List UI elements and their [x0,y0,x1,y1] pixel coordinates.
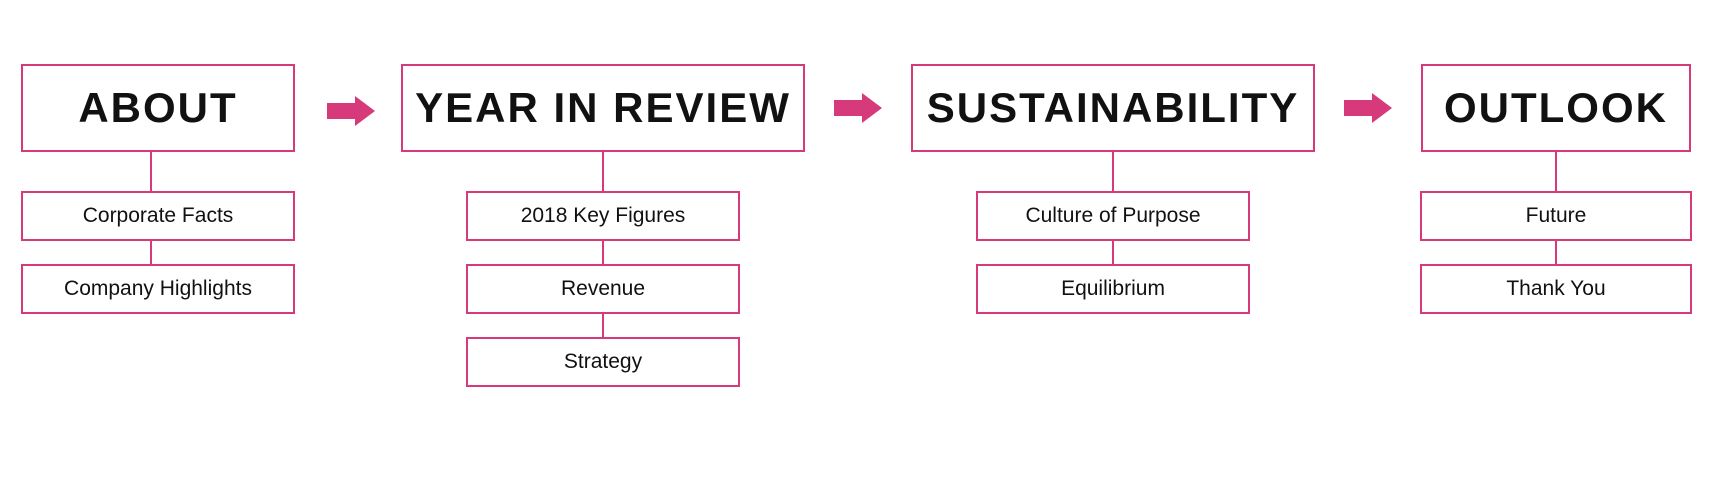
connector-line [602,152,604,191]
section-title: SUSTAINABILITY [926,84,1300,131]
section-outlook: OUTLOOK [1421,64,1691,152]
item-label: Future [1525,204,1587,227]
connector-line [1112,241,1114,264]
section-title: OUTLOOK [1444,84,1668,131]
item-label: 2018 Key Figures [520,204,686,227]
item-strategy: Strategy [466,337,740,387]
connector-line [602,314,604,337]
item-label: Company Highlights [64,277,252,300]
item-label: Culture of Purpose [1025,204,1201,227]
section-sustainability: SUSTAINABILITY [911,64,1315,152]
item-revenue: Revenue [466,264,740,314]
item-culture-of-purpose: Culture of Purpose [976,191,1250,241]
item-corporate-facts: Corporate Facts [21,191,295,241]
item-thank-you: Thank You [1420,264,1692,314]
connector-line [602,241,604,264]
connector-line [1555,152,1557,191]
item-future: Future [1420,191,1692,241]
section-year-in-review: YEAR IN REVIEW [401,64,805,152]
item-key-figures: 2018 Key Figures [466,191,740,241]
section-title: ABOUT [78,84,238,131]
item-label: Thank You [1506,277,1606,300]
section-about: ABOUT [21,64,295,152]
right-arrow-icon [834,93,882,123]
item-label: Corporate Facts [82,204,234,227]
item-company-highlights: Company Highlights [21,264,295,314]
right-arrow-icon [1344,93,1392,123]
item-label: Strategy [563,350,643,373]
connector-line [150,152,152,191]
connector-line [1112,152,1114,191]
item-label: Revenue [560,277,646,300]
item-equilibrium: Equilibrium [976,264,1250,314]
connector-line [150,241,152,264]
item-label: Equilibrium [1061,277,1165,300]
section-title: YEAR IN REVIEW [415,84,791,131]
connector-line [1555,241,1557,264]
right-arrow-icon [327,96,375,126]
